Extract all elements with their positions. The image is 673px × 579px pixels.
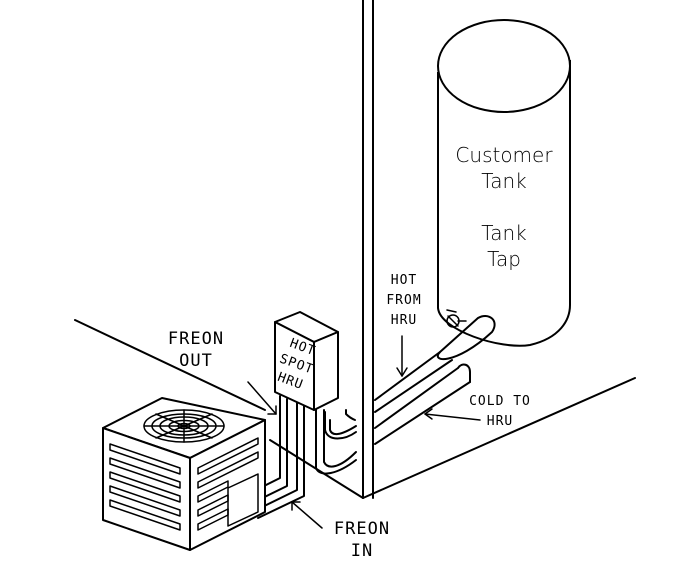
hot-from-hru-label-1: HOT (391, 273, 417, 288)
freon-in-label-2: IN (351, 541, 373, 561)
tap-label-line2: Tap (487, 247, 521, 271)
condenser-unit (102, 397, 266, 551)
cold-to-hru-label-1: COLD TO (469, 394, 531, 409)
tank-pipes (315, 314, 496, 475)
tank-label-line1: Customer (455, 143, 553, 167)
hot-spot-hru-box (274, 311, 339, 411)
freon-in-label-1: FREON (334, 519, 390, 539)
hot-from-hru-label-3: HRU (391, 313, 417, 328)
customer-tank (437, 19, 571, 347)
freon-out-label-1: FREON (168, 329, 224, 349)
cold-to-hru-label-2: HRU (487, 414, 513, 429)
pointer-arrows (247, 335, 481, 529)
freon-out-label-2: OUT (179, 351, 213, 371)
tap-label-line1: Tank (481, 221, 526, 245)
tank-label-line2: Tank (481, 169, 526, 193)
hot-from-hru-label-2: FROM (386, 293, 421, 308)
tank-tap-valve (446, 309, 467, 328)
